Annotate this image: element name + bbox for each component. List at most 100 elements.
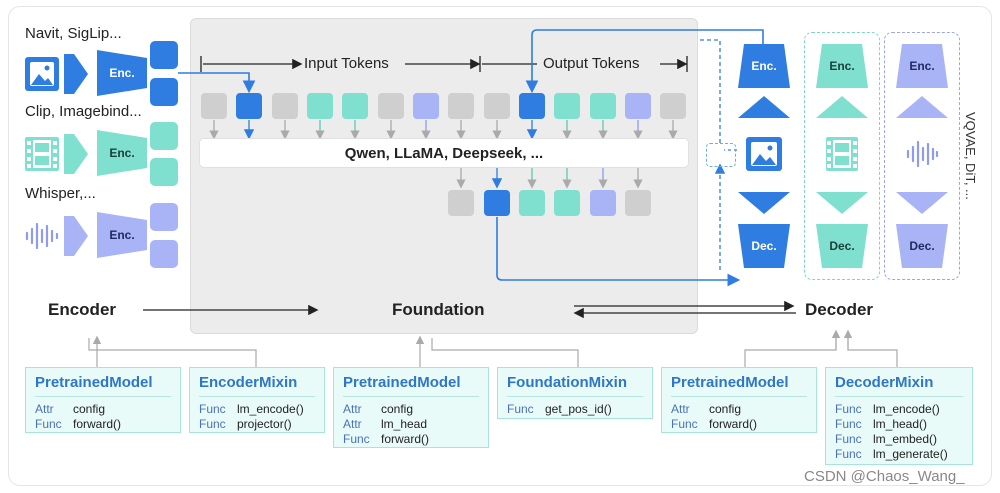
blue-decoder-block: Dec. [738, 224, 790, 268]
output-token [590, 93, 616, 119]
video-decoder-label: Dec. [829, 239, 855, 253]
decoder-side-encoder-label: Enc. [751, 59, 777, 73]
chevron-up-icon [896, 96, 948, 118]
predicted-token [590, 190, 616, 216]
predicted-token [625, 190, 651, 216]
audio-embed-token-2 [150, 240, 178, 268]
chevron-up-icon [816, 96, 868, 118]
llm-to-output-arrows [456, 168, 643, 189]
input-token [201, 93, 227, 119]
input-token [307, 93, 333, 119]
output-token [484, 93, 510, 119]
audio-decoder-encoder-block: Enc. [896, 44, 948, 88]
input-token [236, 93, 262, 119]
audio-encoder-label: Enc. [109, 228, 135, 242]
audio-encoder-block: Enc. [97, 212, 147, 258]
image-encoder-block: Enc. [97, 50, 147, 96]
chevron-right-icon [64, 134, 88, 174]
watermark: CSDN @Chaos_Wang_ [804, 468, 965, 485]
token-span-markers [200, 56, 688, 72]
input-token [272, 93, 298, 119]
image-icon [25, 57, 59, 91]
encoder-section-title: Encoder [48, 300, 117, 319]
card-title: PretrainedModel [343, 374, 479, 397]
input-token [342, 93, 368, 119]
video-encoder-models-label: Clip, Imagebind... [25, 103, 142, 120]
card-title: PretrainedModel [35, 374, 171, 397]
chevron-down-icon [738, 192, 790, 214]
audio-waveform-icon [25, 222, 59, 250]
card-up-arrows [88, 329, 898, 368]
input-token [378, 93, 404, 119]
chevron-down-icon [896, 192, 948, 214]
card-title: PretrainedModel [671, 374, 807, 397]
output-tokens-label: Output Tokens [543, 55, 640, 72]
foundation-section-title: Foundation [392, 300, 485, 319]
output-token [660, 93, 686, 119]
video-encoder-block: Enc. [97, 130, 147, 176]
llm-backbone-bar: Qwen, LLaMA, Deepseek, ... [200, 139, 688, 167]
token-to-llm-arrows [209, 120, 678, 140]
audio-decoder-label: Dec. [909, 239, 935, 253]
video-decoder-dashed-group [804, 32, 880, 280]
image-embed-token-2 [150, 78, 178, 106]
video-decoder-block: Dec. [816, 224, 868, 268]
image-encoder-label: Enc. [109, 66, 135, 80]
foundation-panel [190, 18, 698, 334]
audio-embed-token-1 [150, 203, 178, 231]
audio-decoder-encoder-label: Enc. [909, 59, 935, 73]
image-embed-token-1 [150, 41, 178, 69]
audio-encoder-models-label: Whisper,... [25, 185, 96, 202]
input-tokens-label: Input Tokens [304, 55, 389, 72]
video-embed-token-1 [150, 122, 178, 150]
predicted-token [484, 190, 510, 216]
audio-decoder-dashed-group [884, 32, 960, 280]
chevron-right-icon [64, 216, 88, 256]
chevron-right-icon [64, 54, 88, 94]
chevron-up-icon [738, 96, 790, 118]
film-strip-icon [25, 137, 59, 171]
card-title: DecoderMixin [835, 374, 963, 397]
predicted-token [448, 190, 474, 216]
audio-waveform-icon [906, 140, 939, 168]
blue-decoder-label: Dec. [751, 239, 777, 253]
audio-decoder-block: Dec. [896, 224, 948, 268]
film-strip-icon [826, 137, 858, 171]
image-encoder-models-label: Navit, SigLip... [25, 25, 122, 42]
image-icon [746, 137, 782, 171]
diagram-frame [8, 6, 992, 486]
output-token [554, 93, 580, 119]
input-token [448, 93, 474, 119]
output-token [625, 93, 651, 119]
output-token [519, 93, 545, 119]
video-decoder-encoder-block: Enc. [816, 44, 868, 88]
predicted-token [554, 190, 580, 216]
video-encoder-label: Enc. [109, 146, 135, 160]
video-decoder-encoder-label: Enc. [829, 59, 855, 73]
dashed-placeholder [706, 143, 736, 167]
card-title: FoundationMixin [507, 374, 643, 397]
decoder-models-vertical-label: VQVAE, DiT, ... [963, 112, 978, 200]
decoder-side-encoder-block: Enc. [738, 44, 790, 88]
chevron-down-icon [816, 192, 868, 214]
predicted-token [519, 190, 545, 216]
